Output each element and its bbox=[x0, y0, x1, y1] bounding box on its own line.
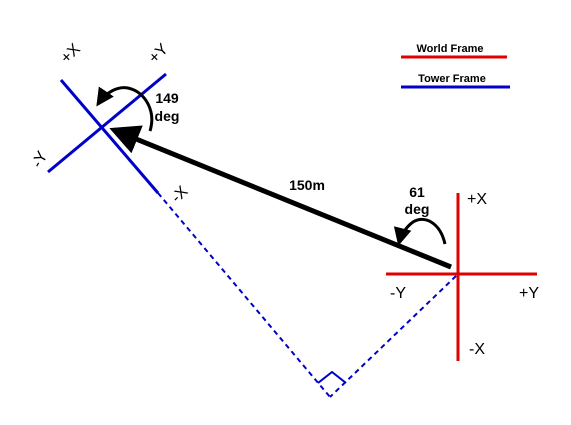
world-angle-value: 61 bbox=[409, 184, 425, 200]
tower-neg-x-projection bbox=[157, 192, 331, 398]
tower-y-axis bbox=[47, 72, 167, 174]
legend-world-label: World Frame bbox=[416, 43, 483, 55]
world-frame: +X -X -Y +Y 61 deg bbox=[386, 184, 539, 361]
legend-tower-label: Tower Frame bbox=[418, 73, 486, 85]
world-angle-unit: deg bbox=[405, 201, 430, 217]
tower-neg-y-label: -Y bbox=[29, 148, 52, 171]
tower-rotation-arrow bbox=[96, 86, 154, 132]
tower-frame: +X +Y -Y -X 149 deg bbox=[29, 40, 192, 206]
tower-angle-value: 149 bbox=[155, 90, 179, 106]
legend: World Frame Tower Frame bbox=[401, 43, 510, 89]
distance-arrow bbox=[109, 125, 452, 270]
projection-lines bbox=[157, 192, 457, 398]
world-rotation-arrow bbox=[393, 217, 447, 246]
tower-angle-unit: deg bbox=[155, 108, 180, 124]
right-angle-marker bbox=[317, 370, 347, 384]
world-neg-y-label: -Y bbox=[390, 285, 406, 302]
world-neg-y-projection bbox=[329, 275, 457, 398]
world-neg-x-label: -X bbox=[469, 341, 485, 358]
distance-label: 150m bbox=[289, 177, 325, 193]
tower-pos-y-label: +Y bbox=[146, 40, 172, 66]
world-pos-y-label: +Y bbox=[519, 285, 539, 302]
world-pos-x-label: +X bbox=[467, 191, 487, 208]
distance-arrow-group: 150m bbox=[109, 125, 452, 270]
tower-neg-x-label: -X bbox=[168, 183, 192, 207]
tower-pos-x-label: +X bbox=[58, 40, 84, 66]
